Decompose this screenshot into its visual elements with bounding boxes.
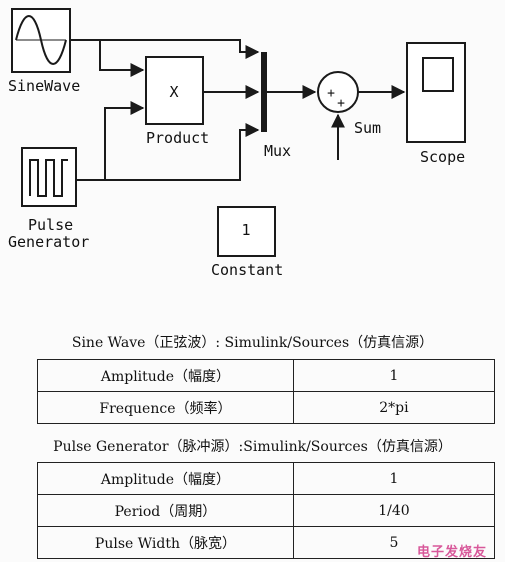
scope-label: Scope	[420, 148, 466, 166]
param-name: Frequence（频率）	[37, 391, 294, 424]
table-row: Frequence（频率） 2*pi	[37, 391, 496, 424]
pulse-generator-block[interactable]	[21, 147, 77, 207]
pulse-label-line2: Generator	[8, 233, 90, 251]
param-name: Amplitude（幅度）	[37, 462, 294, 495]
constant-value: 1	[241, 221, 250, 239]
product-symbol: X	[169, 83, 178, 101]
signal-lines	[70, 39, 406, 181]
sinewave-label: SineWave	[8, 77, 81, 95]
watermark-logo: 电子发烧友	[416, 545, 487, 560]
table-row: Pulse Width（脉宽） 5	[37, 526, 496, 559]
param-name: Amplitude（幅度）	[37, 359, 294, 392]
mux-block[interactable]	[261, 52, 267, 132]
constant-label: Constant	[211, 261, 284, 279]
pulse-label-line1: Pulse	[28, 216, 74, 234]
sum-sign-top: +	[327, 86, 335, 101]
sine-param-table: Amplitude（幅度） 1 Frequence（频率） 2*pi	[37, 359, 496, 424]
table-row: Amplitude（幅度） 1	[37, 359, 496, 392]
pulse-wave-icon	[29, 159, 68, 197]
table-row: Amplitude（幅度） 1	[37, 462, 496, 495]
sum-sign-bottom: +	[337, 96, 345, 111]
param-value: 1/40	[292, 494, 496, 527]
constant-block[interactable]	[217, 206, 276, 257]
param-value: 1	[292, 462, 496, 495]
mux-label: Mux	[264, 142, 292, 160]
param-value: 2*pi	[292, 391, 496, 424]
scope-block[interactable]	[406, 42, 466, 143]
param-value: 5	[292, 526, 496, 559]
param-value: 1	[292, 359, 496, 392]
sum-label: Sum	[354, 119, 382, 137]
sine-table-caption: Sine Wave（正弦波）: Simulink/Sources（仿真信源）	[71, 335, 434, 351]
pulse-table-caption: Pulse Generator（脉冲源）:Simulink/Sources（仿真…	[53, 439, 452, 455]
sinewave-block[interactable]	[11, 8, 71, 73]
scope-screen-icon	[422, 57, 454, 92]
table-row: Period（周期） 1/40	[37, 494, 496, 527]
pulse-param-table: Amplitude（幅度） 1 Period（周期） 1/40 Pulse Wi…	[37, 462, 496, 559]
param-name: Pulse Width（脉宽）	[37, 526, 294, 559]
product-block[interactable]	[145, 56, 204, 125]
product-label: Product	[146, 129, 210, 147]
block-diagram: X + + 1	[11, 8, 466, 257]
param-name: Period（周期）	[37, 494, 294, 527]
